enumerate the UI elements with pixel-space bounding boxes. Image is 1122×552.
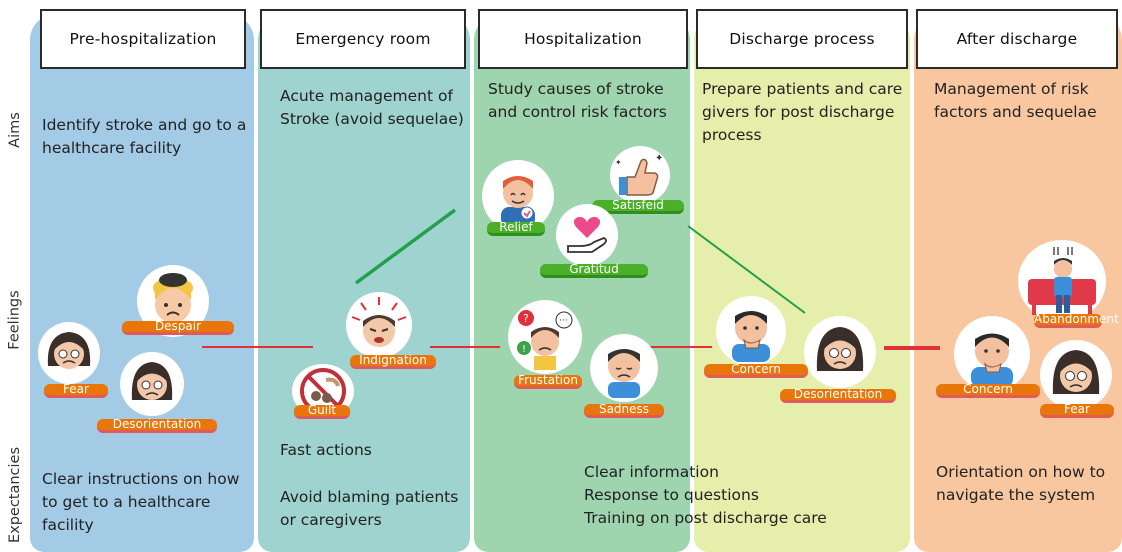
feeling-label-concern: Concern [936,383,1040,398]
stage-column-hospitalization [474,14,690,552]
feeling-label-fear: Fear [44,383,108,398]
feeling-label-satisfeid: Satisfeid [592,199,684,214]
svg-text:✦: ✦ [655,153,663,164]
heart-hand-icon [556,204,618,266]
svg-text:···: ··· [559,316,568,326]
relief-face-icon [482,160,554,232]
feeling-label-guilt: Guilt [294,404,350,419]
stage-title: After discharge [916,9,1118,69]
feeling-label-concern: Concern [704,363,808,378]
aims-text: Identify stroke and go to a healthcare f… [42,116,247,157]
aims-text: Prepare patients and care givers for pos… [702,80,903,144]
thumbs-up-icon: ✦ ✦ [610,146,670,204]
aims-text: Management of risk factors and sequelae [934,80,1097,121]
expectancies-text: Orientation on how to navigate the syste… [936,463,1106,504]
desorientation-face-icon [804,316,876,388]
feeling-label-despair: Despair [122,320,234,335]
feeling-label-sadness: Sadness [584,403,664,418]
feeling-label-relief: Relief [487,221,545,236]
aims-text: Acute management of Stroke (avoid sequel… [280,87,464,128]
indignation-face-icon [346,292,412,358]
expectancies-text: Clear instructions on how to get to a he… [42,470,240,534]
frustration-face-icon: ? ··· ! [508,300,582,374]
stage-title: Pre-hospitalization [40,9,246,69]
feeling-label-gratitud: Gratitud [540,263,648,278]
fear-face-icon [38,322,100,384]
feeling-label-frustation: Frustation [514,374,582,389]
sadness-face-icon [590,334,658,402]
svg-text:!: ! [522,344,526,355]
concern-face-icon [716,296,786,366]
aims-text: Study causes of stroke and control risk … [488,80,667,121]
feeling-label-indignation: Indignation [350,354,436,369]
fear-face-icon [1040,340,1112,410]
feeling-label-desorientation: Desorientation [780,388,896,403]
stage-title: Emergency room [260,9,466,69]
svg-text:✦: ✦ [615,158,622,167]
svg-text:?: ? [523,312,529,325]
expectancies-text: Fast actions [280,441,372,459]
desorientation-face-icon [120,352,184,416]
row-label-expectancies: Expectancies [7,446,24,544]
row-label-aims: Aims [7,112,24,148]
feeling-label-desorientation: Desorientation [97,418,217,433]
feeling-label-abandonment: Abandonment [1034,312,1119,328]
abandonment-icon [1018,240,1106,322]
stage-title: Discharge process [696,9,908,69]
row-label-feelings: Feelings [7,290,23,350]
concern-face-icon [954,316,1030,392]
feeling-label-fear: Fear [1040,403,1114,418]
stage-title: Hospitalization [478,9,688,69]
expectancies-text: Avoid blaming patients or caregivers [280,488,459,529]
expectancies-text: Clear information Response to questions … [584,463,827,527]
